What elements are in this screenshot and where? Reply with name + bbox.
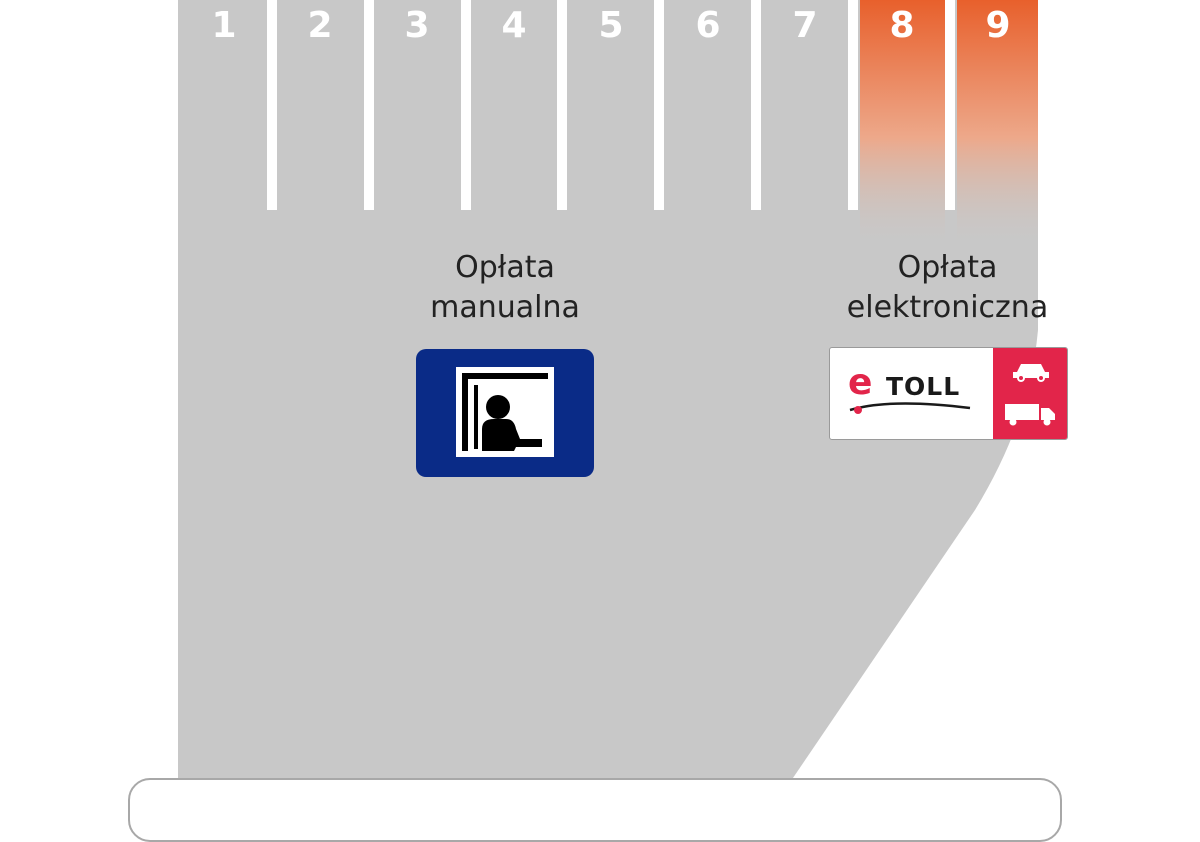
info-box [128,778,1062,842]
lane-number-2: 2 [307,5,333,46]
lane-divider [461,0,471,210]
truck-icon [1005,404,1055,426]
electronic-lane-8-highlight [860,0,945,250]
lane-number-4: 4 [501,5,527,46]
lane-dividers [267,0,955,210]
electronic-zone-label: Opłata elektroniczna [815,248,1080,328]
lane-divider [945,0,955,210]
lane-divider [654,0,664,210]
toll-plaza-diagram [178,0,1038,800]
etoll-vehicle-panel [993,348,1067,439]
manual-toll-sign [416,349,594,477]
etoll-logo-letter: e [848,362,873,403]
etoll-sign: e TOLL [829,347,1068,440]
lane-number-3: 3 [404,5,430,46]
lane-divider [267,0,277,210]
lane-divider [751,0,761,210]
lane-number-6: 6 [695,5,721,46]
manual-zone-label-line1: Opłata [455,250,555,285]
lane-divider [364,0,374,210]
lane-divider [848,0,858,210]
lane-number-5: 5 [598,5,624,46]
etoll-logo: e TOLL [830,348,993,439]
manual-zone-label: Opłata manualna [380,248,630,328]
manual-zone-label-line2: manualna [430,290,580,325]
car-icon [1013,364,1049,382]
electronic-zone-label-line2: elektroniczna [846,290,1049,325]
lane-number-9: 9 [985,5,1011,46]
electronic-zone-label-line1: Opłata [897,250,998,285]
lane-divider [557,0,567,210]
toll-booth-attendant-icon [456,367,554,457]
etoll-logo-text: TOLL [886,372,961,401]
road-surface [178,0,1038,800]
lane-number-7: 7 [792,5,818,46]
electronic-lane-9-highlight [957,0,1038,250]
lane-number-1: 1 [211,5,237,46]
lane-number-8: 8 [889,5,915,46]
